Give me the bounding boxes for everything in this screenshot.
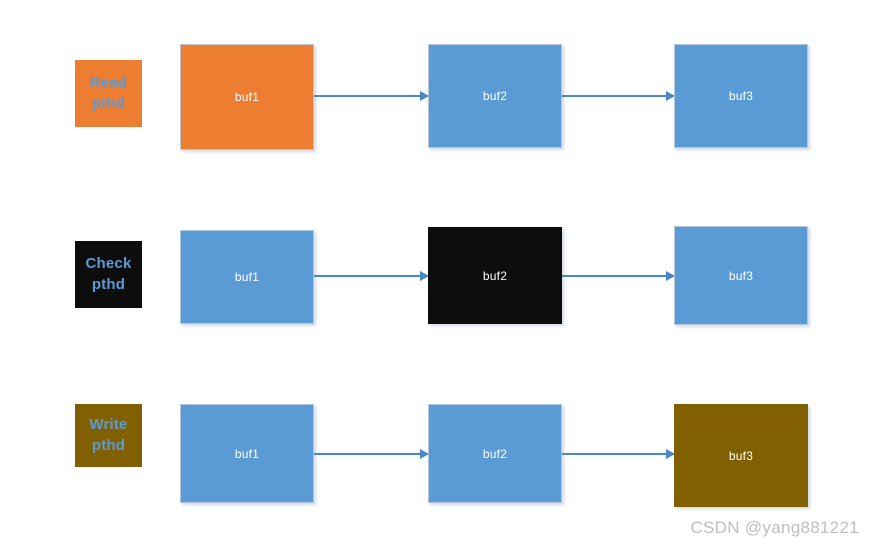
arrow-head-icon xyxy=(666,91,675,101)
arrow-shaft xyxy=(314,453,428,455)
label-box-write: Write pthd xyxy=(75,404,142,467)
label-check-line1: Check xyxy=(85,255,132,273)
box-label: buf2 xyxy=(482,89,508,103)
arrow-read-buf2-buf3 xyxy=(562,91,675,101)
box-label: buf1 xyxy=(234,270,260,284)
arrow-check-buf2-buf3 xyxy=(562,271,675,281)
arrow-write-buf1-buf2 xyxy=(314,449,429,459)
label-write-line2: pthd xyxy=(91,436,126,454)
box-read-buf1: buf1 xyxy=(180,44,314,150)
arrow-head-icon xyxy=(666,271,675,281)
label-check-line2: pthd xyxy=(91,275,126,293)
arrow-head-icon xyxy=(420,449,429,459)
box-label: buf3 xyxy=(728,448,754,463)
box-label: buf2 xyxy=(482,268,508,283)
box-check-buf3: buf3 xyxy=(674,226,808,325)
box-write-buf1: buf1 xyxy=(180,404,314,503)
arrow-shaft xyxy=(314,95,428,97)
label-read-line1: Read xyxy=(89,74,128,92)
box-label: buf3 xyxy=(728,89,754,103)
arrow-shaft xyxy=(562,275,674,277)
box-read-buf3: buf3 xyxy=(674,44,808,148)
box-check-buf1: buf1 xyxy=(180,230,314,324)
arrow-shaft xyxy=(562,453,674,455)
box-label: buf1 xyxy=(234,446,260,461)
label-box-read: Read pthd xyxy=(75,60,142,127)
label-read-line2: pthd xyxy=(91,94,126,112)
box-read-buf2: buf2 xyxy=(428,44,562,148)
watermark-text: CSDN @yang881221 xyxy=(690,518,859,537)
arrow-write-buf2-buf3 xyxy=(562,449,675,459)
arrow-head-icon xyxy=(666,449,675,459)
arrow-shaft xyxy=(562,95,674,97)
box-write-buf3: buf3 xyxy=(674,404,808,507)
label-write-line1: Write xyxy=(89,416,128,434)
box-label: buf1 xyxy=(234,90,260,104)
arrow-shaft xyxy=(314,275,428,277)
box-check-buf2: buf2 xyxy=(428,227,562,324)
arrow-read-buf1-buf2 xyxy=(314,91,429,101)
arrow-check-buf1-buf2 xyxy=(314,271,429,281)
label-box-check: Check pthd xyxy=(75,241,142,308)
box-label: buf3 xyxy=(728,268,754,283)
box-write-buf2: buf2 xyxy=(428,404,562,503)
arrow-head-icon xyxy=(420,271,429,281)
arrow-head-icon xyxy=(420,91,429,101)
box-label: buf2 xyxy=(482,446,508,461)
